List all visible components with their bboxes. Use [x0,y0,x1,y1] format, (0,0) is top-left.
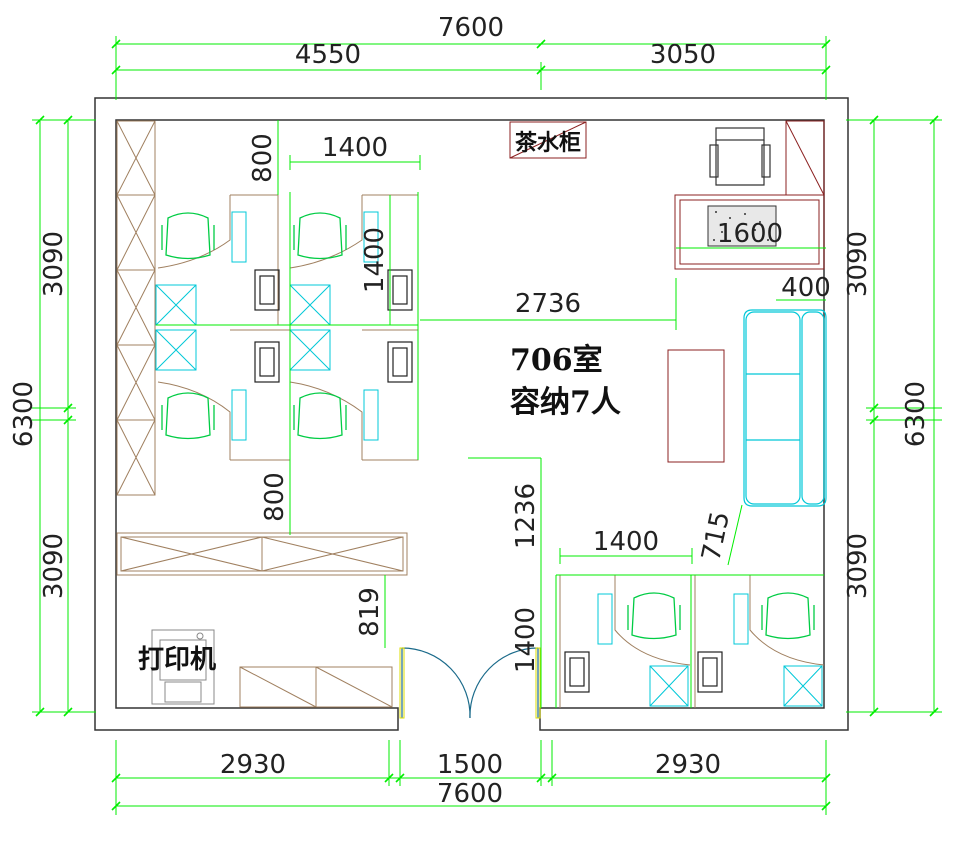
dim-manager-desk: 1600 [717,219,783,249]
dim-bottom-total: 7600 [437,779,503,809]
dim-bottom-door: 1500 [437,750,503,780]
tea-cabinet: 茶水柜 [509,121,587,159]
dim-left-lower: 3090 [39,533,69,599]
dim-lower-desk-width: 1400 [593,527,659,557]
bottom-cabinet [239,666,393,708]
dim-left-total: 6300 [9,381,39,447]
dim-right-total: 6300 [901,381,931,447]
dim-desk-width: 1400 [322,133,388,163]
dim-desk-top-gap: 800 [248,133,278,183]
dimension-lines [32,36,942,815]
dim-mid-gap: 800 [260,472,290,522]
middle-cabinet [116,532,408,576]
dim-left-upper: 3090 [39,231,69,297]
sofa-icon [743,309,827,507]
dimension-labels: 7600 4550 3050 2930 1500 2930 7600 6300 … [9,13,931,809]
dim-cabinet-gap: 819 [355,587,385,637]
lower-workstations [555,574,825,708]
door-icon [401,647,539,719]
dim-lower-desk-gap: 1236 [511,483,541,549]
tea-cabinet-label: 茶水柜 [515,130,581,156]
dim-right-lower: 3090 [843,533,873,599]
dim-bottom-left: 2930 [220,750,286,780]
dim-sofa-gap: 400 [781,273,831,303]
room-capacity: 容纳7人 [510,385,621,420]
printer-icon [151,629,215,705]
computer-icon [707,205,777,247]
dim-lower-desk-depth: 1400 [511,607,541,673]
chair-icon [161,212,347,440]
dim-right-upper: 3090 [843,231,873,297]
workstation-cluster [155,192,419,461]
left-storage-cabinet [116,120,156,496]
room-title: 706室 [510,343,603,378]
chair-icon [709,127,771,186]
dim-top-left: 4550 [295,40,361,70]
chair-icon [627,592,815,640]
dim-top-right: 3050 [650,40,716,70]
dim-aisle: 2736 [515,289,581,319]
walls [94,97,849,731]
dim-bottom-right: 2930 [655,750,721,780]
dim-top-total: 7600 [438,13,504,43]
dim-desk-depth: 1400 [360,227,390,293]
manager-area [667,120,825,463]
printer-label: 打印机 [138,645,216,675]
